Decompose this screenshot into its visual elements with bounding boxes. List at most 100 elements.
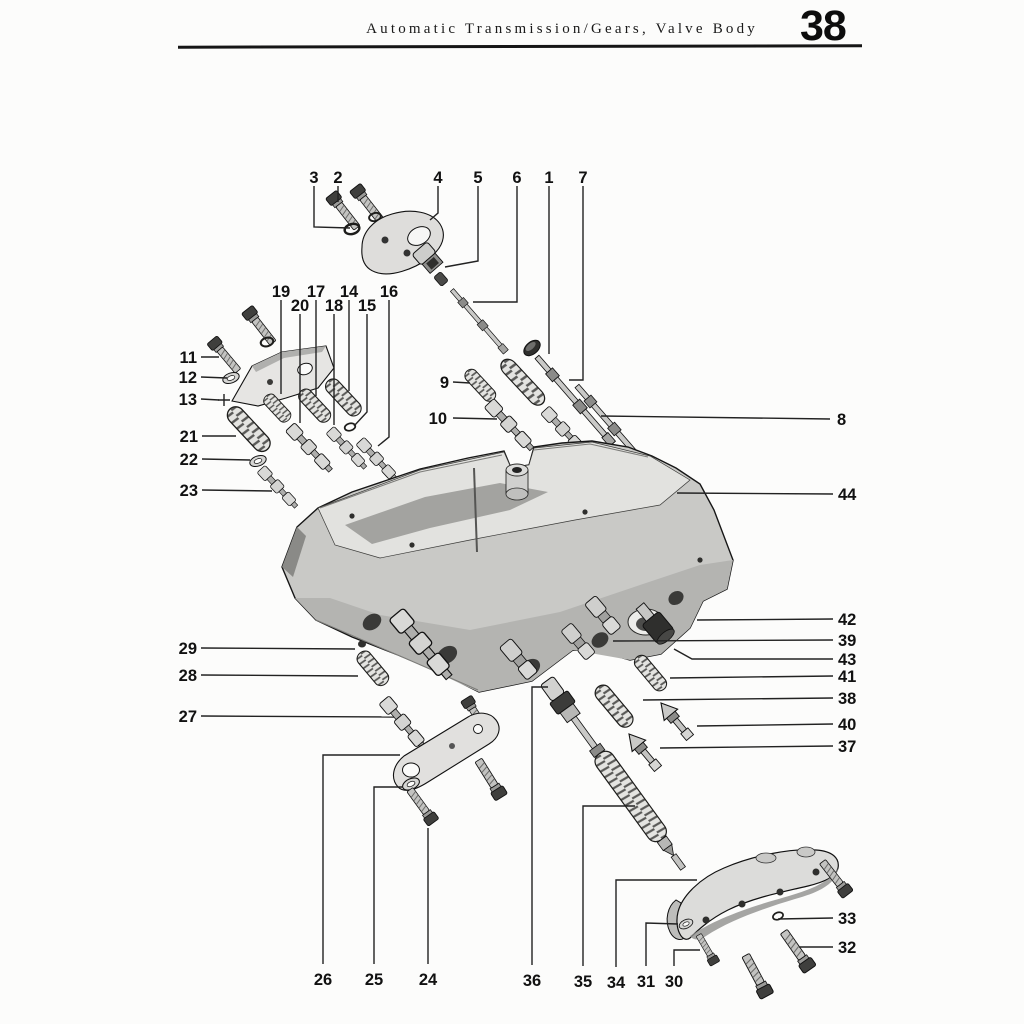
callout-36: 36	[523, 972, 541, 990]
callout-41: 41	[838, 668, 856, 686]
leader-line-13	[200, 398, 220, 401]
page-number: 38	[800, 2, 847, 50]
valve-23	[256, 464, 301, 511]
leader-line-33	[777, 917, 834, 920]
spring-41	[631, 651, 670, 695]
casting-front-face	[295, 560, 733, 692]
callout-23: 23	[180, 482, 198, 500]
valve-body-casting	[281, 440, 734, 693]
washer-15	[342, 421, 358, 433]
callout-29: 29	[179, 640, 197, 658]
valve-20	[284, 422, 336, 476]
bolt-32	[777, 926, 817, 975]
bracket-bore	[297, 362, 313, 376]
cover-hole	[776, 888, 784, 896]
bolt-hole	[349, 513, 355, 519]
spring-21	[223, 402, 275, 456]
callout-19: 19	[272, 283, 290, 301]
callout-32: 32	[838, 939, 856, 957]
leader-line-27	[200, 715, 395, 718]
leader-line-4	[429, 186, 439, 221]
bolt-hole	[409, 542, 415, 548]
leader-line-9	[452, 381, 471, 384]
leader-line-36	[531, 686, 548, 965]
callout-3: 3	[309, 169, 318, 187]
leader-line-30	[673, 949, 700, 966]
bolt-hole	[582, 509, 588, 515]
leader-line-22	[201, 458, 251, 461]
callout-28: 28	[179, 667, 197, 685]
cover-shade	[690, 868, 838, 940]
bolt-30	[693, 931, 721, 967]
spring-38	[591, 681, 637, 732]
lock-ring-3	[342, 221, 362, 237]
callout-22: 22	[180, 451, 198, 469]
valve-tip-34	[662, 843, 675, 857]
valve-27	[378, 695, 430, 753]
spring-9	[461, 366, 499, 405]
leader-line-15	[353, 314, 368, 427]
leader-line-34	[615, 879, 697, 967]
pointed-valve-37	[621, 727, 666, 775]
bracket-bolt	[471, 755, 509, 802]
callout-13: 13	[179, 391, 197, 409]
callout-5: 5	[473, 169, 482, 187]
cover-hole	[702, 916, 710, 924]
callout-11: 11	[180, 349, 197, 367]
casting-creases	[315, 443, 649, 691]
leader-line-8	[600, 415, 831, 420]
valve-stem-34	[670, 853, 687, 871]
pointed-valve-40	[653, 696, 698, 744]
leader-line-44	[676, 492, 834, 495]
leader-line-28	[200, 674, 359, 677]
leader-line-37	[659, 745, 834, 749]
callout-2: 2	[333, 169, 342, 187]
page-title: Automatic Transmission/Gears, Valve Body	[366, 21, 758, 37]
lever-hole	[449, 743, 455, 749]
leader-line-38	[642, 697, 834, 701]
callout-1: 1	[544, 169, 553, 187]
callout-34: 34	[607, 974, 626, 992]
lever-hole	[473, 724, 483, 734]
leader-line-35	[582, 805, 635, 966]
bore	[591, 632, 609, 648]
callout-15: 15	[358, 297, 376, 315]
bore	[362, 613, 382, 631]
callout-44: 44	[838, 486, 857, 504]
leader-line-10	[452, 417, 498, 420]
callout-7: 7	[578, 169, 587, 187]
leader-line-43	[673, 648, 833, 660]
cover-hole	[812, 868, 820, 876]
callout-43: 43	[838, 651, 856, 669]
leader-line-3	[313, 186, 351, 229]
callout-26: 26	[314, 971, 332, 989]
bolt-hole	[697, 557, 703, 563]
spring-28	[353, 647, 393, 690]
plate-hole	[381, 236, 389, 244]
bolt-11	[206, 335, 244, 376]
leader-line-29	[200, 647, 356, 650]
leader-line-25	[373, 786, 403, 964]
leader-line-5	[444, 186, 479, 268]
callout-24: 24	[419, 971, 438, 989]
top-boss	[505, 463, 529, 501]
leader-line-31	[645, 922, 679, 966]
valve-rod-6	[448, 287, 509, 355]
callout-9: 9	[440, 374, 449, 392]
callout-12: 12	[179, 369, 197, 387]
callout-27: 27	[179, 708, 197, 726]
pin-detent	[434, 271, 448, 287]
bolt-24	[404, 785, 440, 827]
leader-line-16	[377, 300, 390, 447]
callout-38: 38	[838, 690, 856, 708]
callout-10: 10	[429, 410, 447, 428]
leader-line-23	[201, 489, 273, 492]
valve-10	[483, 397, 538, 454]
callout-35: 35	[574, 973, 592, 991]
callout-20: 20	[291, 297, 309, 315]
diagram-artwork	[206, 182, 854, 1001]
lever-bore	[402, 762, 420, 778]
bracket-shade	[252, 346, 326, 372]
